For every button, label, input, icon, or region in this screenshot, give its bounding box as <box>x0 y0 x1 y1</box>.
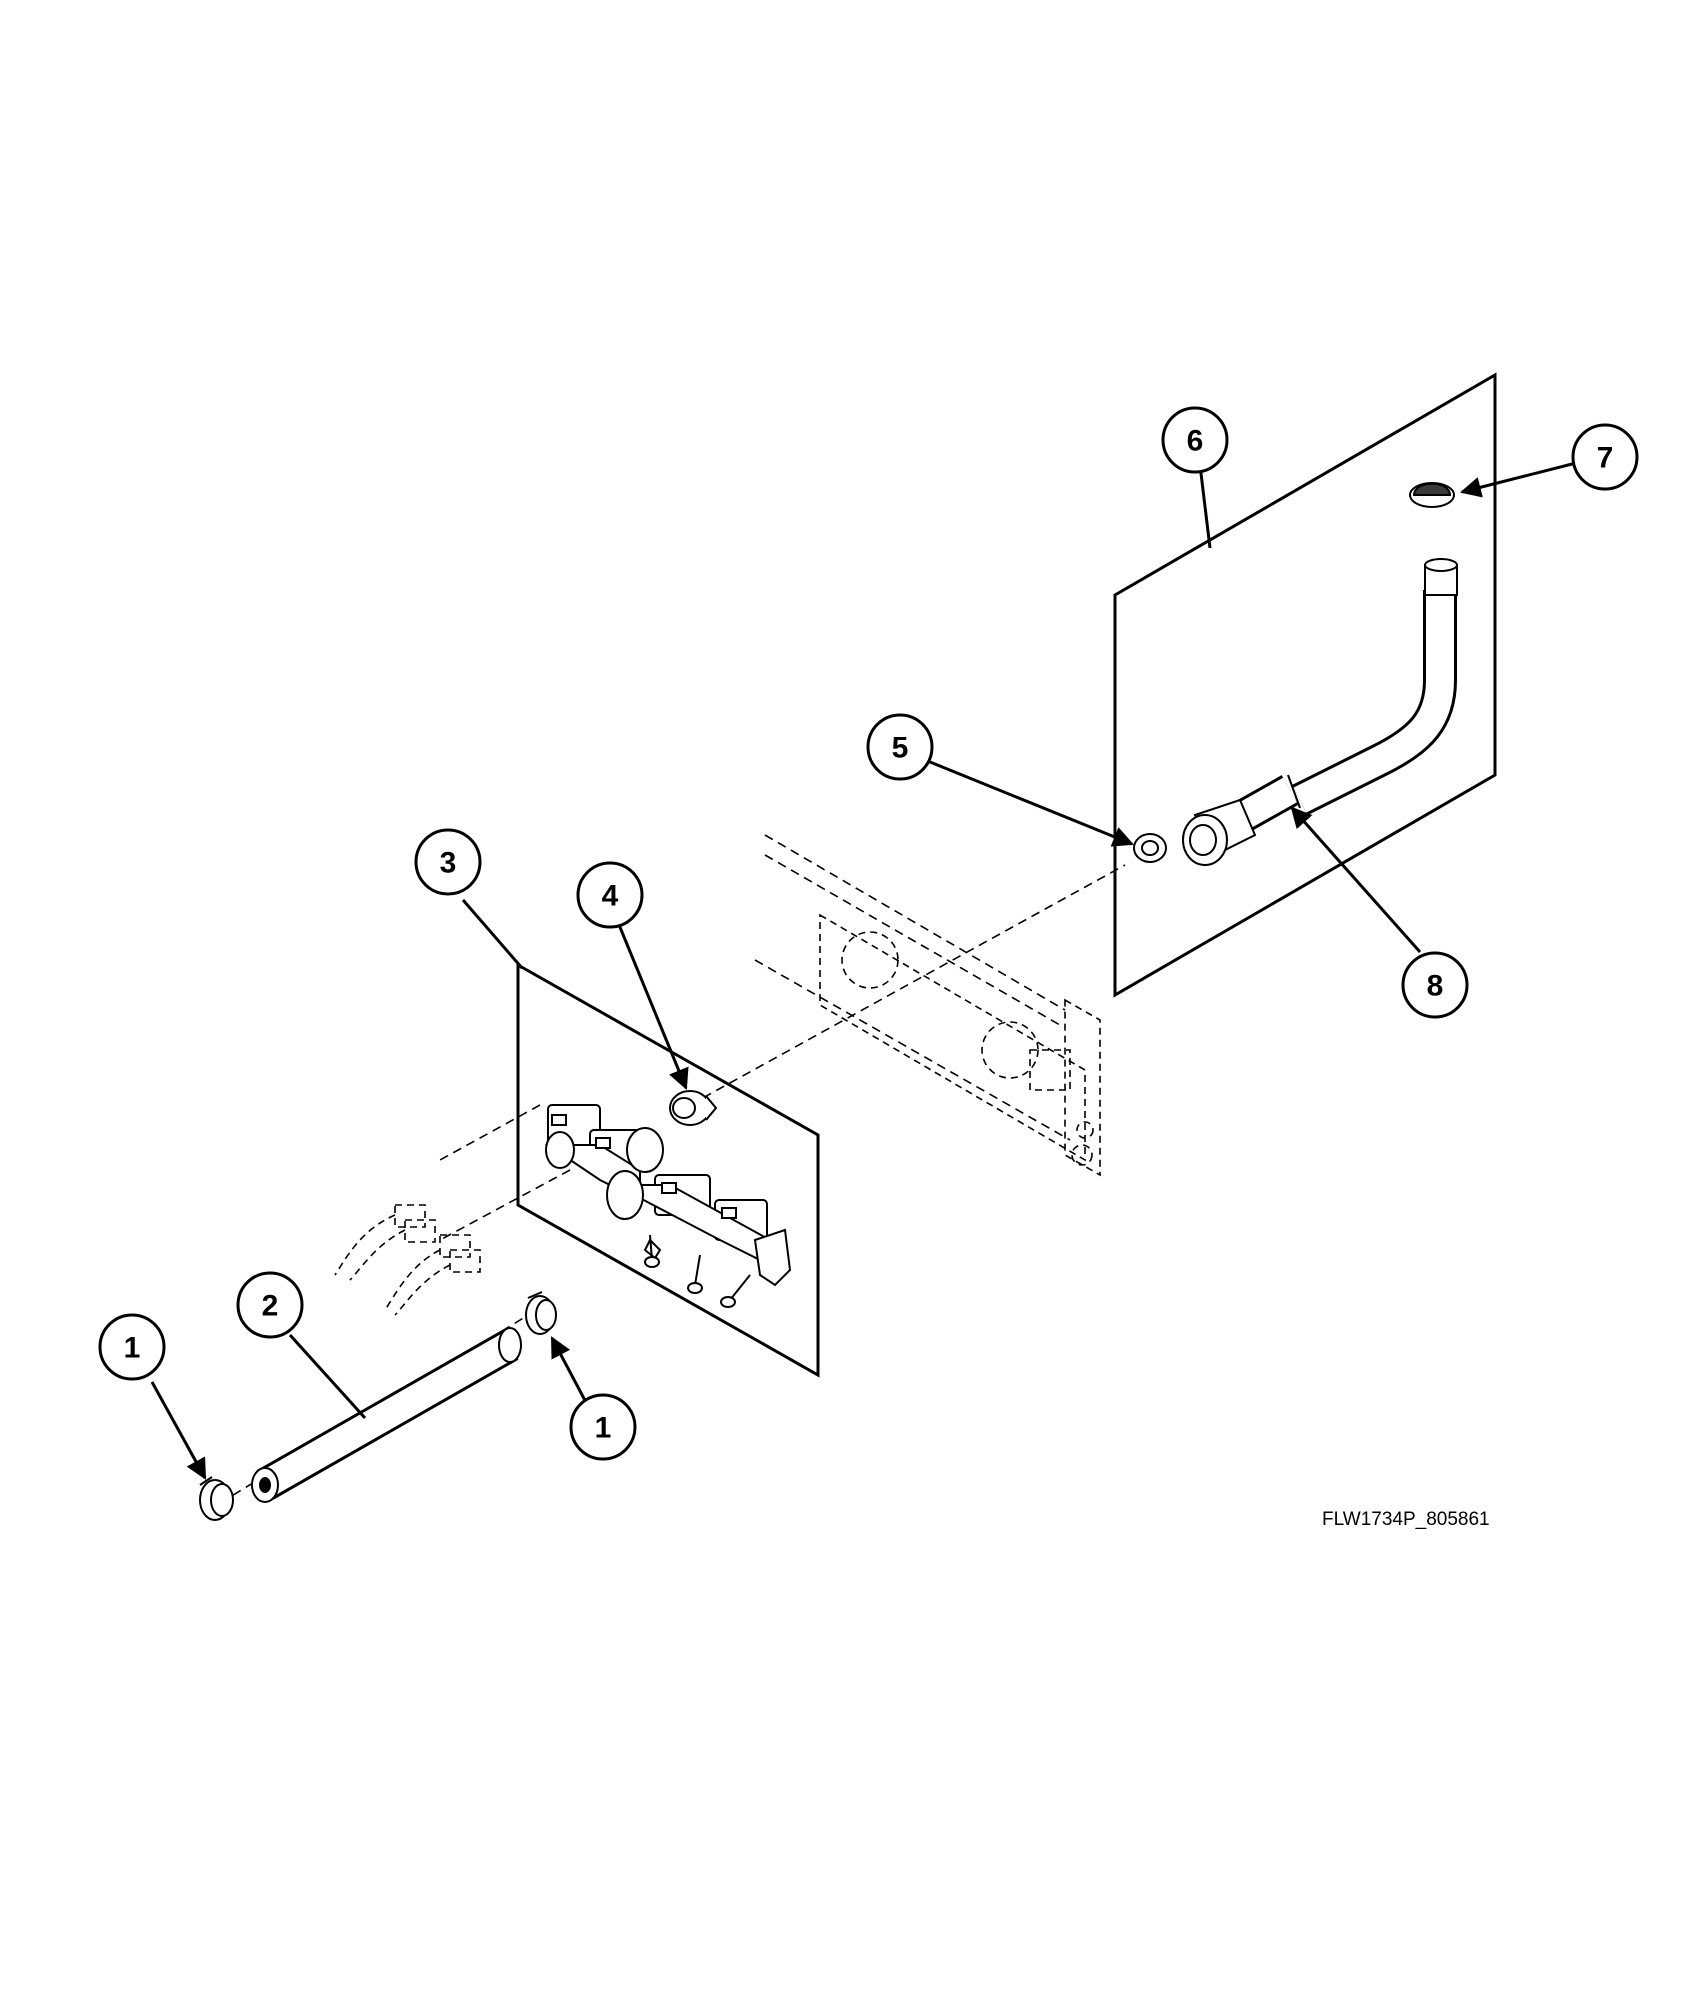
hose-clamp-left <box>199 1476 234 1521</box>
callout-1-right-number: 1 <box>595 1412 612 1445</box>
callout-7-number: 7 <box>1597 442 1614 475</box>
callout-7: 7 <box>1571 423 1639 491</box>
callout-3-number: 3 <box>440 847 457 880</box>
cabinet-frame-ghost <box>754 834 1101 1177</box>
callout-1-right: 1 <box>569 1393 637 1461</box>
callout-6-number: 6 <box>1187 425 1204 458</box>
callout-8-number: 8 <box>1427 970 1444 1003</box>
filter-screen <box>1409 482 1455 508</box>
callout-4: 4 <box>576 861 644 929</box>
callout-2: 2 <box>236 1271 304 1339</box>
grommet <box>669 1090 718 1126</box>
callout-8: 8 <box>1401 951 1469 1019</box>
callout-6: 6 <box>1161 406 1229 474</box>
fill-hose <box>251 1327 522 1503</box>
inlet-hose <box>1182 558 1458 866</box>
hose-clamp-right <box>525 1291 557 1335</box>
callout-3: 3 <box>414 828 482 896</box>
callout-5: 5 <box>866 713 934 781</box>
callout-2-number: 2 <box>262 1290 279 1323</box>
callout-1-left-number: 1 <box>124 1332 141 1365</box>
water-valve-assembly <box>544 1104 792 1308</box>
washer <box>1133 833 1167 863</box>
drawing-reference-code: FLW1734P_805861 <box>1322 1509 1490 1530</box>
callout-1-left: 1 <box>98 1313 166 1381</box>
wire-harness-ghost <box>334 1204 481 1316</box>
callout-4-number: 4 <box>602 880 619 913</box>
callout-5-number: 5 <box>892 732 909 765</box>
valve-panel <box>516 962 820 1378</box>
